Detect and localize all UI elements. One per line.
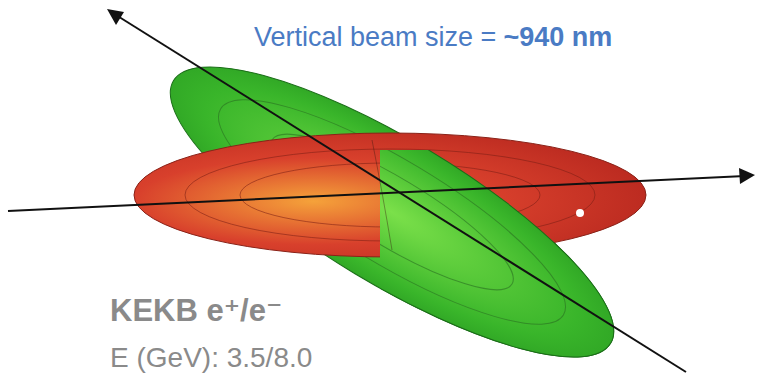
energy-label: E (GeV): 3.5/8.0: [110, 342, 312, 374]
green-beam-upper: [250, 95, 372, 160]
marker-dot: [576, 209, 584, 217]
beam-axes: [8, 9, 755, 372]
beam-size-label: Vertical beam size =: [254, 22, 496, 52]
beam-size-value: ~940 nm: [503, 22, 612, 52]
machine-label: KEKB e⁺/e⁻: [110, 292, 282, 329]
